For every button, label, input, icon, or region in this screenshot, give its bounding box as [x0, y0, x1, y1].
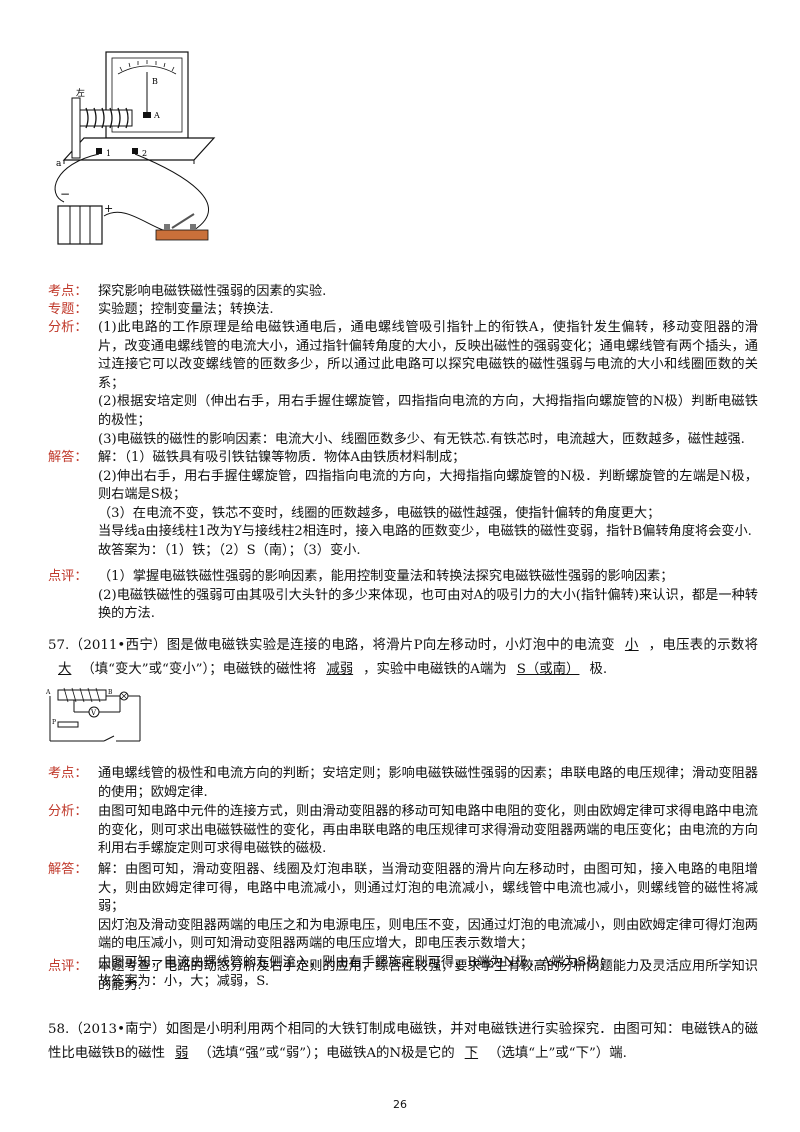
- zhuanti-text: 实验题；控制变量法；转换法.: [98, 302, 274, 317]
- q58-blank-2: 下: [464, 1046, 479, 1061]
- fenxi-para: (1)此电路的工作原理是给电磁铁通电后，通电螺线管吸引指针上的衔铁A，使指针发生…: [98, 320, 758, 391]
- kaodian-tag: 考点：: [48, 766, 88, 781]
- q57-blank-4: S（或南）: [516, 662, 580, 677]
- jieda-para: 当导线a由接线柱1改为Y与接线柱2相连时，接入电路的匝数变少，电磁铁的磁性变弱，…: [98, 524, 752, 540]
- fenxi-para: (2)根据安培定则（伸出右手，用右手握住螺旋管，四指指向电流的方向，大拇指指向螺…: [98, 394, 758, 428]
- dianping-tag: 点评：: [48, 959, 88, 974]
- dianping-para: （1）掌握电磁铁磁性强弱的影响因素，能用控制变量法和转换法探究电磁铁磁性强弱的影…: [98, 569, 674, 584]
- label-b: B: [152, 77, 158, 86]
- question-57: 57.（2011•西宁）图是做电磁铁实验是连接的电路，将滑片P向左移动时，小灯泡…: [48, 638, 759, 677]
- jieda-para: 故答案为：小，大；减弱，S.: [98, 973, 270, 989]
- jieda-tag: 解答：: [48, 862, 88, 877]
- fenxi-tag: 分析：: [48, 320, 88, 335]
- jieda-para: 解：由图可知，滑动变阻器、线圈及灯泡串联，当滑动变阻器的滑片向左移动时，由图可知…: [98, 862, 758, 915]
- dianping-text: 本题考查了电路的动态分析及右手定则的应用，综合性较强，要求学生有较高的分析问题能…: [98, 959, 758, 993]
- dianping-para: (2)电磁铁磁性的强弱可由其吸引大头针的多少来体现，也可由对A的吸引力的大小(指…: [98, 587, 758, 622]
- question-58: 58.（2013•南宁）如图是小明利用两个相同的大铁钉制成电磁铁，并对电磁铁进行…: [48, 1022, 758, 1061]
- fig2-label-b: B: [108, 689, 113, 696]
- label-a-wire: a: [56, 159, 62, 169]
- q58-blank-1: 弱: [174, 1046, 189, 1061]
- q57-blank-1: 小: [624, 638, 639, 653]
- jieda-tag: 解答：: [48, 450, 88, 465]
- label-1: 1: [106, 149, 111, 158]
- kaodian-text: 通电螺线管的极性和电流方向的判断；安培定则；影响电磁铁磁性强弱的因素；串联电路的…: [98, 766, 758, 800]
- page-number: 26: [393, 1098, 407, 1111]
- fig2-label-p: P: [52, 719, 56, 726]
- jieda-para: （3）在电流不变，铁芯不变时，线圈的匝数越多，电磁铁的磁性越强，使指针偏转的角度…: [98, 505, 661, 521]
- fenxi-para: (3)电磁铁的磁性的影响因素：电流大小、线圈匝数多少、有无铁芯.有铁芯时，电流越…: [98, 431, 745, 447]
- dianping-tag: 点评：: [48, 569, 88, 584]
- q57-blank-2: 大: [58, 662, 72, 677]
- jieda-para: (2)伸出右手，用右手握住螺旋管，四指指向电流的方向，大拇指指向螺旋管的N极．判…: [98, 468, 758, 503]
- label-minus: −: [60, 187, 70, 201]
- jieda-para: 因灯泡及滑动变阻器两端的电压之和为电源电压，则电压不变，因通过灯泡的电流减小，则…: [98, 917, 758, 952]
- fenxi-text: 由图可知电路中元件的连接方式，则由滑动变阻器的移动可知电路中电阻的变化，则由欧姆…: [98, 804, 758, 857]
- fig2-label-a: A: [45, 689, 51, 696]
- zhuanti-tag: 专题：: [48, 302, 88, 317]
- q57-blank-3: 减弱: [326, 662, 354, 677]
- jieda-para: 由图可知，电流由螺线管的左侧流入，则由右手螺旋定则可得，B端为N极，A端为S极；: [98, 954, 613, 970]
- kaodian-tag: 考点：: [48, 284, 88, 299]
- fenxi-tag: 分析：: [48, 804, 88, 819]
- jieda-para: 解：（1）磁铁具有吸引铁钴镍等物质．物体A由铁质材料制成；: [98, 450, 466, 465]
- fig2-label-v: V: [90, 709, 97, 717]
- electromagnet-meter-figure: B A 左 1 2 a − +: [54, 51, 216, 245]
- label-zuo: 左: [76, 87, 85, 99]
- kaodian-text: 探究影响电磁铁磁性强弱的因素的实验.: [98, 284, 327, 299]
- label-2: 2: [142, 149, 147, 158]
- label-a: A: [153, 111, 160, 120]
- jieda-para: 故答案为：（1）铁；（2）S（南）；（3）变小.: [98, 542, 361, 558]
- circuit-figure: A B V P: [45, 687, 141, 742]
- label-plus: +: [104, 202, 113, 215]
